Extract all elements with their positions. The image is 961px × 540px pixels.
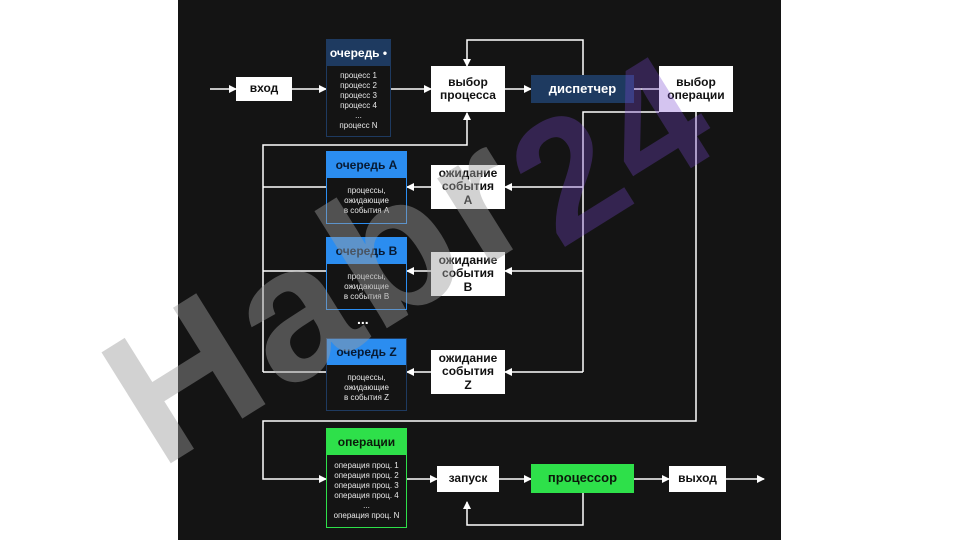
line-operation-branch [262, 112, 697, 483]
list-item: процесс 4 [340, 101, 377, 110]
list-item: операция проц. 1 [334, 461, 399, 470]
main-queue-title: очередь • [327, 40, 390, 66]
operations-queue: операции операция проц. 1 операция проц.… [326, 428, 407, 528]
wait-event-z-node: ожидание события Z [431, 350, 505, 394]
input-node: вход [236, 77, 292, 101]
queue-a-body: процессы, ожидающие в события А [327, 178, 406, 223]
dispatcher-node: диспетчер [531, 75, 634, 103]
operations-list: операция проц. 1 операция проц. 2 операц… [327, 455, 406, 527]
queue-a-title: очередь А [327, 152, 406, 178]
queue-a-line: процессы, [347, 185, 386, 195]
queue-a: очередь А процессы, ожидающие в события … [326, 151, 407, 224]
queue-z-line: ожидающие [344, 382, 389, 392]
list-item: процесс 2 [340, 81, 377, 90]
output-node: выход [669, 466, 726, 492]
list-item: операция проц. N [333, 511, 400, 520]
operations-title: операции [327, 429, 406, 455]
list-item: операция проц. 2 [334, 471, 399, 480]
queue-b-title: очередь В [327, 238, 406, 264]
select-process-node: выбор процесса [431, 66, 505, 112]
queue-a-line: ожидающие [344, 195, 389, 205]
loop-processor-to-launch [463, 493, 584, 526]
select-operation-node: выбор операции [659, 66, 733, 112]
queue-b-line: процессы, [347, 271, 386, 281]
main-process-queue: очередь • процесс 1 процесс 2 процесс 3 … [326, 39, 391, 137]
list-item: процесс 3 [340, 91, 377, 100]
queue-b: очередь В процессы, ожидающие в события … [326, 237, 407, 310]
main-queue-list: процесс 1 процесс 2 процесс 3 процесс 4 … [327, 66, 390, 136]
queue-a-line: в события А [343, 205, 390, 215]
queue-z-line: в события Z [344, 392, 389, 402]
launch-node: запуск [437, 466, 499, 492]
list-item: ... [363, 501, 370, 510]
loop-dispatcher-to-select [463, 39, 584, 75]
list-item: операция проц. 4 [334, 491, 399, 500]
queue-z-line: процессы, [347, 372, 386, 382]
queue-b-body: процессы, ожидающие в события В [327, 264, 406, 309]
list-item: процесс N [339, 121, 378, 130]
processor-node: процессор [531, 464, 634, 493]
wait-event-a-node: ожидание события А [431, 165, 505, 209]
queue-b-line: ожидающие [344, 281, 389, 291]
queue-z-title: очередь Z [327, 339, 406, 365]
queue-z: очередь Z процессы, ожидающие в события … [326, 338, 407, 411]
list-item: операция проц. 3 [334, 481, 399, 490]
line-return-bus [262, 112, 471, 372]
list-item: процесс 1 [340, 71, 377, 80]
queue-z-body: процессы, ожидающие в события Z [327, 365, 406, 410]
list-item: ... [355, 111, 362, 120]
wait-event-b-node: ожидание события B [431, 252, 505, 296]
line-operation-to-waits [582, 111, 659, 372]
queue-ellipsis: ... [357, 311, 369, 327]
queue-b-line: в события В [343, 291, 390, 301]
